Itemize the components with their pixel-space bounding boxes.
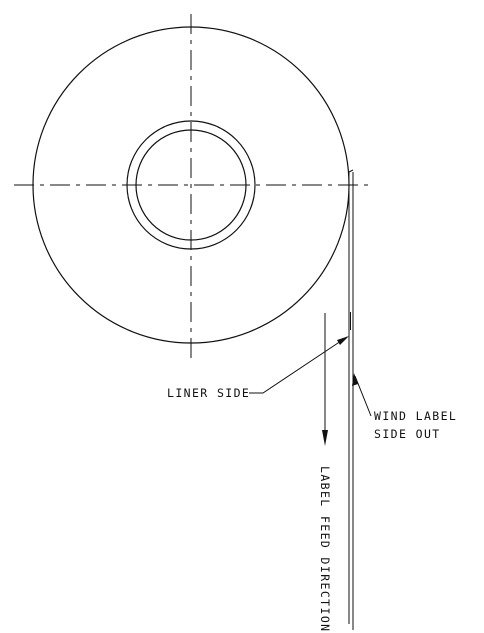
wind-label-arrowhead [352, 373, 358, 386]
liner-side-label: LINER SIDE [167, 386, 250, 400]
web-top-cap [348, 169, 354, 173]
liner-side-arrowhead [337, 336, 349, 345]
wind-label-leader [354, 375, 372, 417]
feed-direction-label: LABEL FEED DIRECTION [318, 466, 332, 632]
wind-label-line1: WIND LABEL [374, 409, 457, 423]
liner-side-leader [249, 336, 348, 394]
feed-direction-arrowhead [322, 430, 328, 446]
wind-label-line2: SIDE OUT [374, 427, 441, 441]
